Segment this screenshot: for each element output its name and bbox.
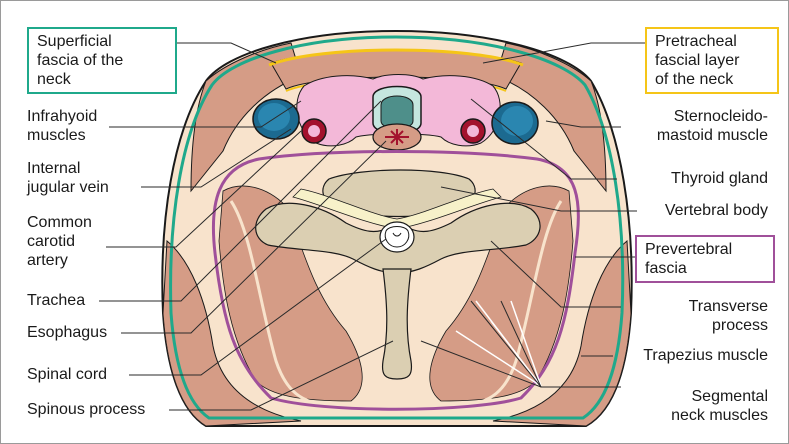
label-vertebral-body: Vertebral body — [665, 201, 768, 220]
label-infrahyoid-muscles: Infrahyoid muscles — [27, 107, 97, 145]
label-internal-jugular-vein: Internal jugular vein — [27, 159, 109, 197]
label-common-carotid-artery: Common carotid artery — [27, 213, 92, 270]
label-segmental-neck-muscles: Segmental neck muscles — [671, 387, 768, 425]
spinous-process — [383, 269, 412, 379]
label-trapezius-muscle: Trapezius muscle — [643, 346, 768, 365]
label-thyroid-gland: Thyroid gland — [671, 169, 768, 188]
label-spinous-process: Spinous process — [27, 400, 145, 419]
label-esophagus: Esophagus — [27, 323, 107, 342]
spinal-cord — [385, 227, 409, 248]
label-spinal-cord: Spinal cord — [27, 365, 107, 384]
label-trachea: Trachea — [27, 291, 85, 310]
superficial-fascia-label-box: Superficial fascia of the neck — [27, 27, 177, 94]
label-transverse-process: Transverse process — [689, 297, 768, 335]
label-sternocleidomastoid-muscle: Sterno­cleido- mastoid muscle — [618, 107, 768, 145]
pretracheal-fascia-label-box: Pretracheal fascial layer of the neck — [645, 27, 779, 94]
prevertebral-fascia-label-box: Prevertebral fascia — [635, 235, 775, 283]
